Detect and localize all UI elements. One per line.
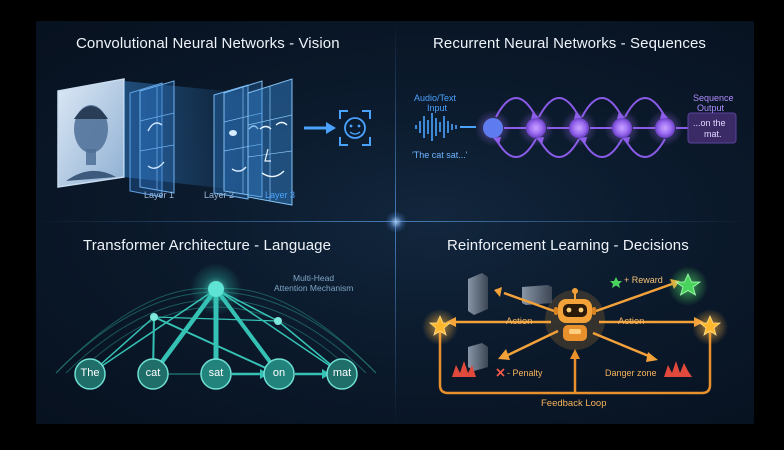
cnn-layer-3-grid	[247, 78, 293, 206]
cnn-layer-1-grid	[129, 80, 175, 198]
rnn-input-label-1: Audio/Text	[414, 93, 457, 103]
action-right-label: Action	[618, 316, 645, 327]
danger-zone-label: Danger zone	[605, 368, 657, 378]
rnn-diagram	[415, 97, 737, 158]
penalty-x-icon	[496, 368, 505, 377]
rnn-output-label-2: Output	[697, 103, 725, 113]
cnn-diagram	[57, 78, 371, 206]
audio-waveform-icon	[415, 113, 457, 141]
obstacle-pillars	[468, 273, 552, 371]
projection-beam	[124, 81, 246, 191]
cnn-output-arrow	[304, 122, 336, 134]
reward-small-star-icon	[610, 277, 622, 288]
danger-spikes	[452, 361, 692, 377]
feedback-loop-label: Feedback Loop	[541, 398, 607, 409]
rnn-output-label-1: Sequence	[693, 93, 734, 103]
token-the: The	[80, 367, 100, 379]
rnn-output-example-2: mat.	[704, 129, 722, 139]
infographic-board: Convolutional Neural Networks - Vision	[36, 21, 754, 424]
token-sat: sat	[208, 367, 224, 379]
center-glow	[385, 211, 407, 233]
rl-title: Reinforcement Learning - Decisions	[447, 237, 689, 254]
token-nodes	[74, 358, 358, 390]
token-mat: mat	[332, 367, 352, 379]
reward-star-icon	[668, 266, 708, 306]
mechanism-label-1: Multi-Head	[293, 273, 335, 283]
rl-diagram	[422, 266, 728, 395]
token-cat: cat	[145, 367, 161, 379]
reward-label: + Reward	[624, 275, 663, 285]
cnn-layer-2-grid	[213, 80, 263, 200]
goal-star-right	[692, 309, 728, 345]
layer-3-label: Layer 3	[265, 190, 296, 200]
layer-2-label: Layer 2	[204, 190, 235, 200]
penalty-label: - Penalty	[507, 368, 543, 378]
token-on: on	[272, 367, 286, 379]
rnn-output-example-1: ...on the	[693, 118, 726, 128]
transformer-diagram	[55, 263, 377, 390]
face-recognition-icon	[339, 110, 371, 146]
attention-junction-nodes	[150, 281, 282, 325]
mechanism-label-2: Attention Mechanism	[274, 283, 354, 293]
layer-1-label: Layer 1	[144, 190, 175, 200]
rnn-hidden-nodes	[475, 110, 683, 146]
rnn-output-box	[687, 112, 737, 144]
action-arrows	[454, 282, 696, 359]
input-face-image	[57, 78, 125, 188]
rnn-input-example: 'The cat sat...'	[412, 150, 468, 160]
action-left-label: Action	[506, 316, 533, 327]
rnn-title: Recurrent Neural Networks - Sequences	[433, 35, 706, 52]
rnn-input-label-2: Input	[427, 103, 448, 113]
robot-agent-icon	[545, 288, 605, 350]
cnn-title: Convolutional Neural Networks - Vision	[76, 35, 340, 52]
goal-star-left	[422, 309, 458, 345]
transformer-title: Transformer Architecture - Language	[83, 237, 332, 254]
